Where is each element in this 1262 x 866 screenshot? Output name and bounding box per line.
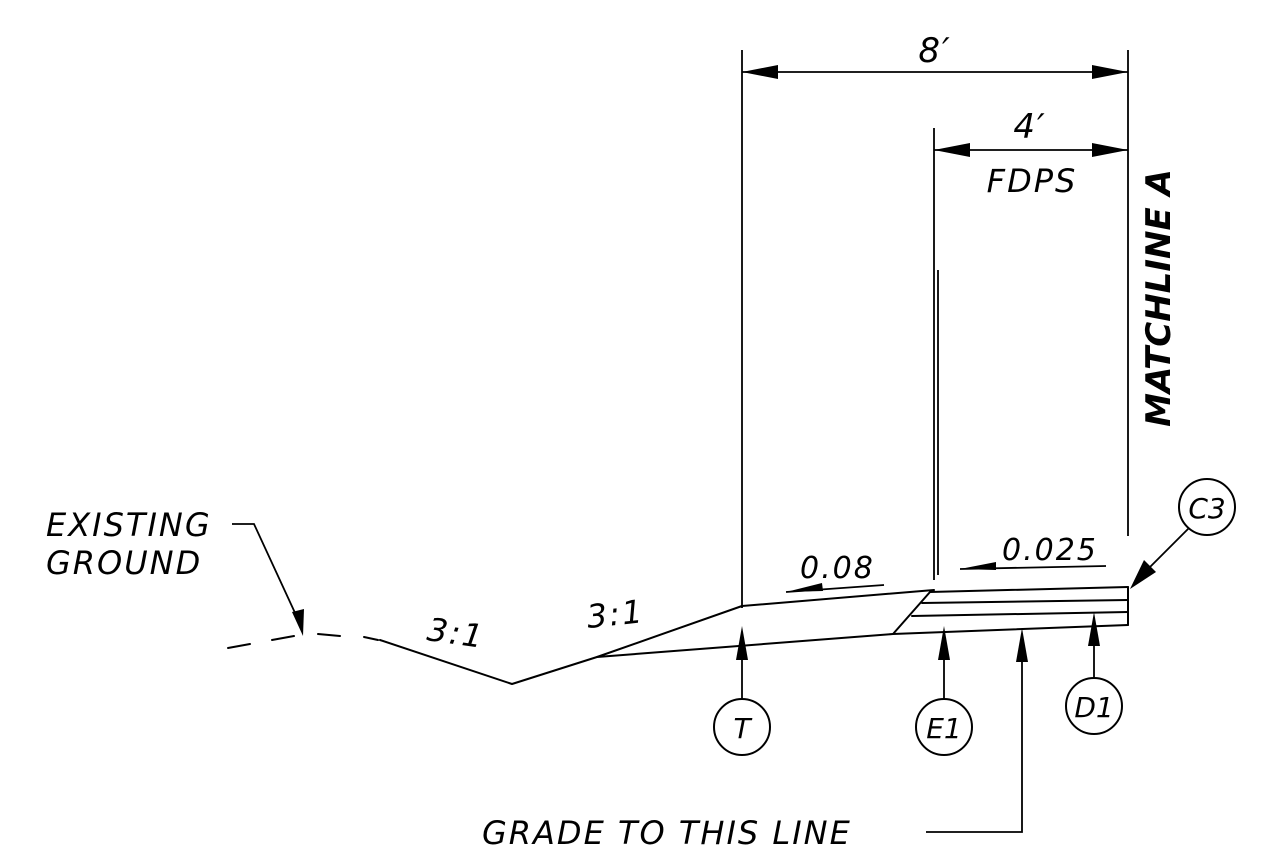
callout-arrow-icon [736,626,748,660]
arrow-right-icon [1092,65,1128,79]
callout-arrow-icon [1130,560,1156,589]
callout-d1: D1 [1065,612,1123,735]
callout-d1-label: D1 [1074,691,1113,724]
grade-arrow-icon [1016,628,1028,662]
shoulder-surface [741,589,935,607]
callout-c3: C3 [1130,478,1236,589]
callout-t: T [713,626,771,756]
existing-ground-dash [363,636,379,641]
callout-e1-label: E1 [926,712,962,745]
existing-ground-dash [227,643,251,649]
dimension-4ft-label: 4′ [1013,107,1046,147]
arrow-left-icon [742,65,778,79]
slope-label-right: 3:1 [585,592,646,636]
grade-callout: GRADE TO THIS LINE [482,628,1028,852]
existing-ground: EXISTING GROUND [46,506,379,649]
leader-arrow-icon [292,609,304,636]
shoulder-cross-slope-value: 0.08 [800,551,875,586]
matchline-label: MATCHLINE A [1139,169,1179,427]
dimension-4ft: 4′ FDPS [934,107,1128,200]
slope-arrow-icon [960,562,996,570]
section-profile [379,586,1129,685]
existing-ground-label-line2: GROUND [46,544,202,582]
existing-ground-label-line1: EXISTING [46,506,212,544]
existing-ground-leader [232,523,303,629]
arrow-right-icon [1092,143,1128,157]
callout-e1: E1 [915,626,973,756]
arrow-left-icon [934,143,970,157]
ditch-line [379,605,743,685]
callout-t-label: T [733,712,752,745]
lane-cross-slope-value: 0.025 [1002,533,1098,568]
shoulder-name-label: FDPS [987,162,1078,200]
shoulder-wedge-edge [892,591,931,635]
slope-arrow-icon [786,583,823,592]
existing-ground-dash [271,635,295,641]
pavement-layer-1 [921,599,1129,604]
dimension-8ft: 8′ [742,31,1128,79]
grade-line-label: GRADE TO THIS LINE [482,814,852,852]
callout-arrow-icon [938,626,950,660]
pavement-layer-3 [892,624,1129,635]
dimension-8ft-label: 8′ [918,31,951,71]
slope-label-left: 3:1 [425,610,487,656]
pavement-surface [929,586,1129,593]
existing-ground-dash [317,633,341,637]
grade-leader [926,642,1023,833]
callout-c3-label: C3 [1188,492,1225,525]
pavement-layer-2 [911,611,1129,617]
shoulder-cross-slope: 0.08 [785,551,885,593]
lane-cross-slope: 0.025 [959,533,1107,570]
callout-arrow-icon [1088,612,1100,646]
